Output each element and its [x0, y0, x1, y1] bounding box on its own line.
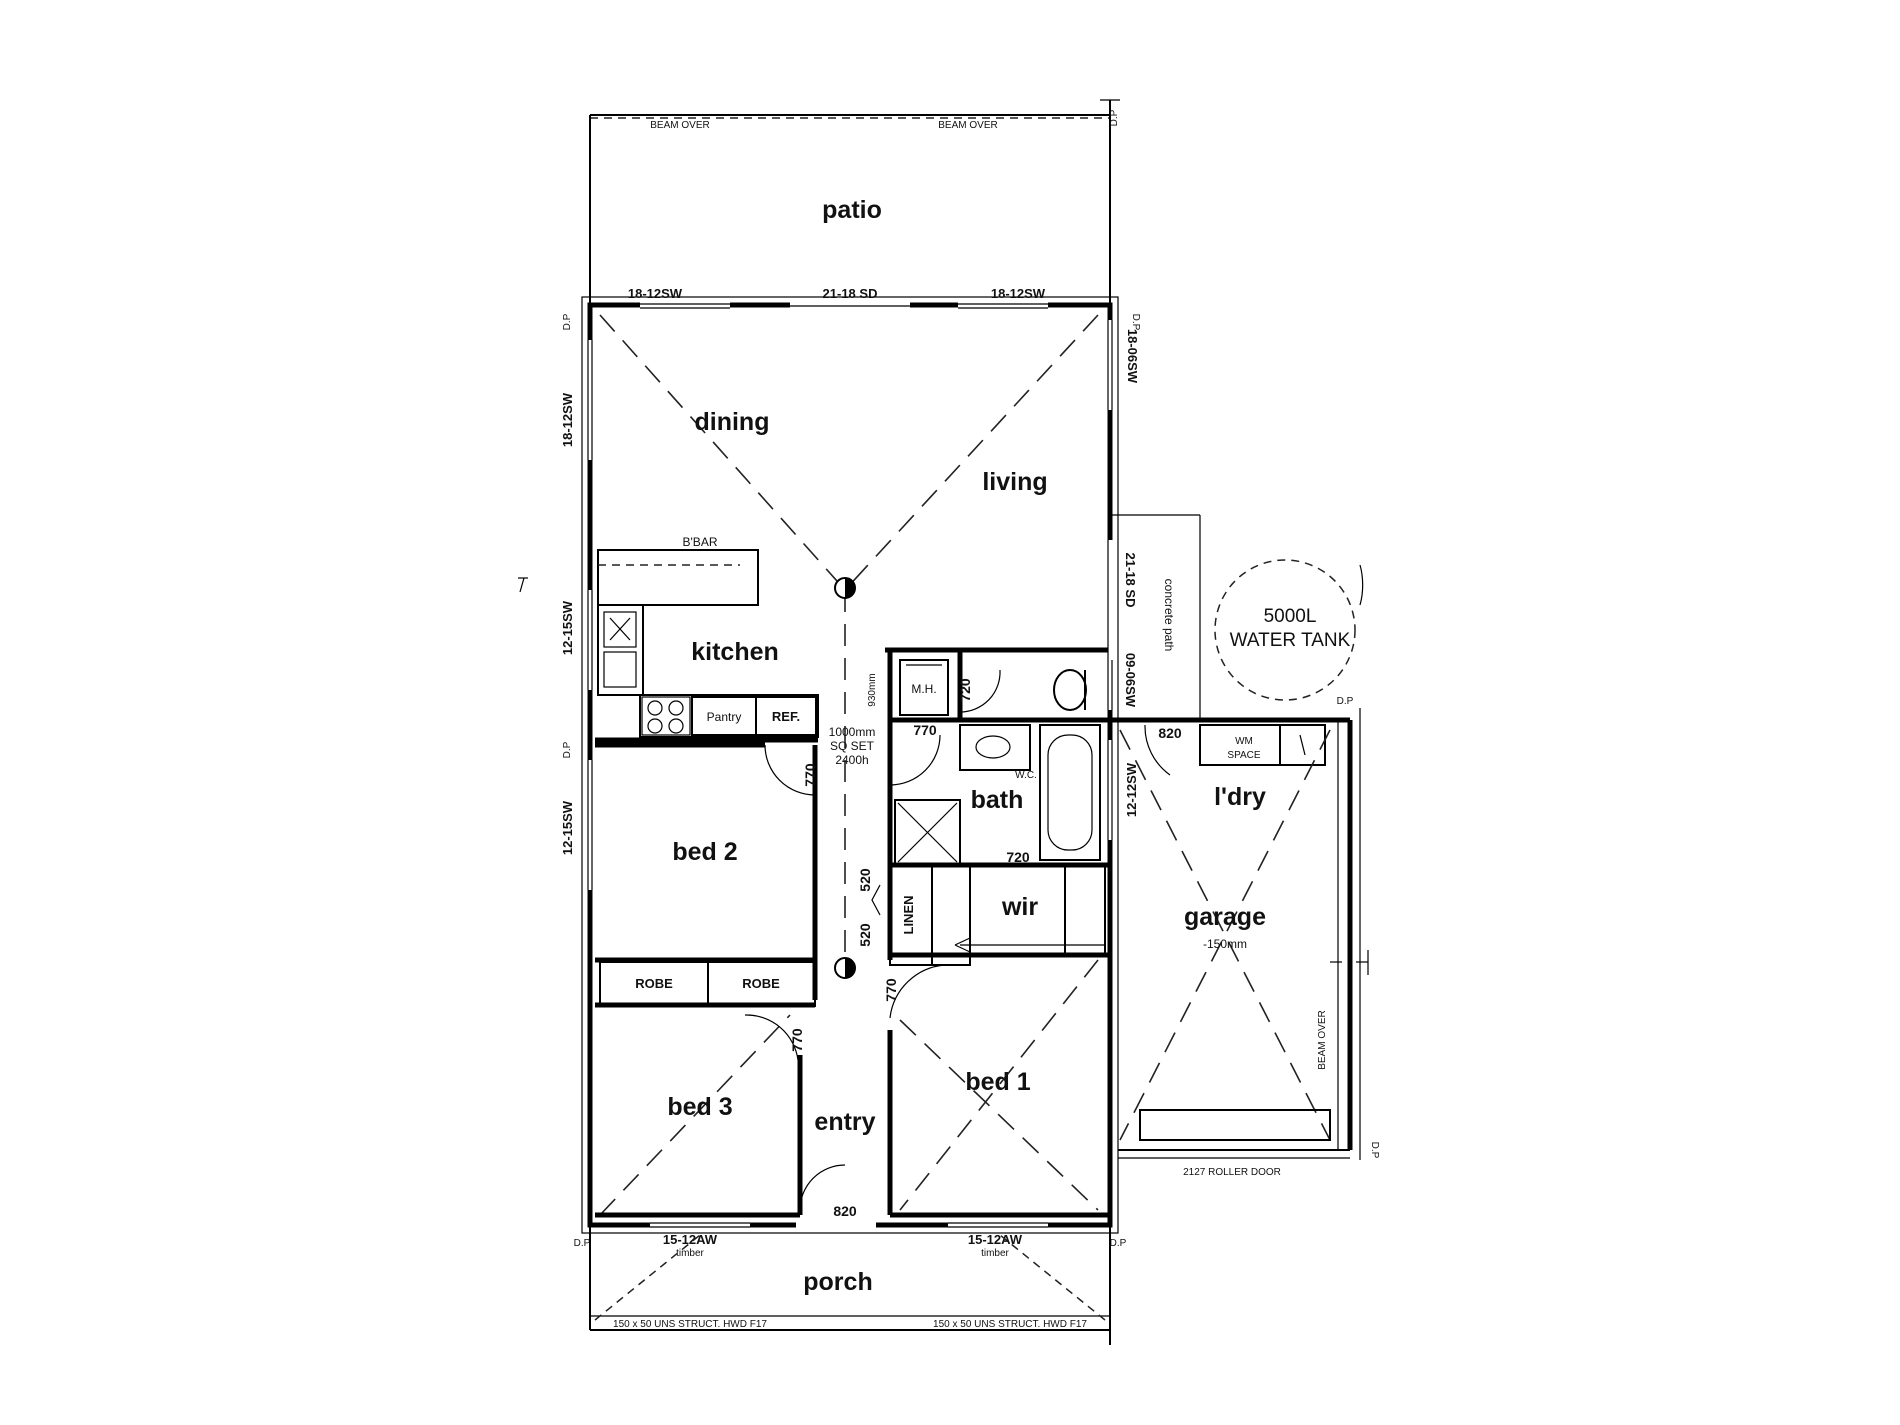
door-width-label: 770: [802, 763, 818, 787]
dp-marker: D.P: [1109, 109, 1120, 126]
room-label-garage: garage: [1184, 903, 1266, 931]
window-label: 12-15SW: [560, 800, 575, 855]
dp-marker: D.P: [562, 741, 573, 758]
door-width-label: 770: [883, 978, 899, 1002]
room-label-kitchen: kitchen: [691, 638, 779, 666]
door-width-label: 520: [857, 923, 873, 947]
north-arrow-icon: [518, 577, 528, 593]
dp-marker: D.P: [1369, 1142, 1380, 1159]
bed-2-area: [595, 742, 818, 1008]
window-label: 18-12SW: [991, 286, 1046, 301]
outer-walls: [581, 296, 1119, 1234]
bath-area: [885, 647, 1108, 866]
window-label: 12-15SW: [560, 600, 575, 655]
garage-level-label: -150mm: [1203, 937, 1247, 951]
bed-1-area: [887, 655, 1108, 1218]
dp-marker: D.P: [562, 313, 573, 330]
concrete-path: [1110, 514, 1201, 720]
room-label-porch: porch: [803, 1268, 872, 1296]
dp-marker: D.P: [1110, 1238, 1127, 1249]
window-label: 15-12AW: [663, 1232, 718, 1247]
porch-beam-label: 150 x 50 UNS STRUCT. HWD F17: [613, 1319, 767, 1330]
timber-label: timber: [981, 1248, 1009, 1259]
bed-3-area: [595, 1014, 803, 1218]
door-width-label: 720: [957, 678, 973, 702]
porch-beam-label: 150 x 50 UNS STRUCT. HWD F17: [933, 1319, 1087, 1330]
door-width-label: 770: [789, 1028, 805, 1052]
dp-marker: D.P: [1130, 314, 1141, 331]
fridge-label: REF.: [772, 709, 800, 724]
concrete-path-label: concrete path: [1162, 579, 1176, 652]
window-label: 18-12SW: [628, 286, 683, 301]
water-tank: [1214, 559, 1364, 701]
robe-label: ROBE: [742, 976, 780, 991]
room-label-bed-1: bed 1: [965, 1068, 1030, 1096]
manhole-label: M.H.: [911, 682, 936, 696]
beam-over-label: BEAM OVER: [1317, 1010, 1328, 1069]
window-label: 18-06SW: [1125, 329, 1140, 384]
room-label-wir: wir: [1001, 893, 1038, 921]
room-label-living: living: [982, 468, 1047, 496]
beam-over-label: BEAM OVER: [650, 120, 709, 131]
room-label-bed-3: bed 3: [667, 1093, 732, 1121]
window-label: 21-18 SD: [1123, 553, 1138, 608]
room-label-bath: bath: [971, 786, 1024, 814]
room-label-bed-2: bed 2: [672, 838, 737, 866]
patio-area: [589, 99, 1120, 303]
door-width-label: 720: [1006, 849, 1030, 865]
room-label-laundry: l'dry: [1214, 783, 1266, 811]
beam-over-label: BEAM OVER: [938, 120, 997, 131]
window-label: 15-12AW: [968, 1232, 1023, 1247]
window-label: 18-12SW: [560, 392, 575, 447]
dp-marker: D.P: [1337, 696, 1354, 707]
room-label-dining: dining: [695, 408, 770, 436]
door-width-label: 820: [833, 1203, 857, 1219]
door-width-label: 770: [913, 722, 937, 738]
roller-door-label: 2127 ROLLER DOOR: [1183, 1167, 1281, 1178]
kitchen-area: [595, 549, 819, 743]
window-label: 09-06SW: [1123, 653, 1138, 708]
pantry-label: Pantry: [707, 710, 742, 724]
linen-label: LINEN: [901, 896, 916, 935]
living-dining-area: [599, 314, 1099, 979]
garage-area: [1108, 708, 1361, 1160]
door-width-label: 520: [857, 868, 873, 892]
robe-label: ROBE: [635, 976, 673, 991]
wc-label: W.C.: [1015, 770, 1037, 781]
room-label-patio: patio: [822, 196, 882, 224]
breakfast-bar-label: B'BAR: [683, 535, 718, 549]
window-label: 21-18 SD: [823, 286, 878, 301]
window-label: 12-12SW: [1124, 762, 1139, 817]
porch-area: [589, 1225, 1111, 1345]
dp-marker: D.P: [574, 1238, 591, 1249]
timber-label: timber: [676, 1248, 704, 1259]
room-label-entry: entry: [814, 1108, 875, 1136]
garage-side-marker: [1330, 950, 1369, 975]
door-width-label: 820: [1158, 725, 1182, 741]
gap-label: 930mm: [867, 673, 878, 706]
